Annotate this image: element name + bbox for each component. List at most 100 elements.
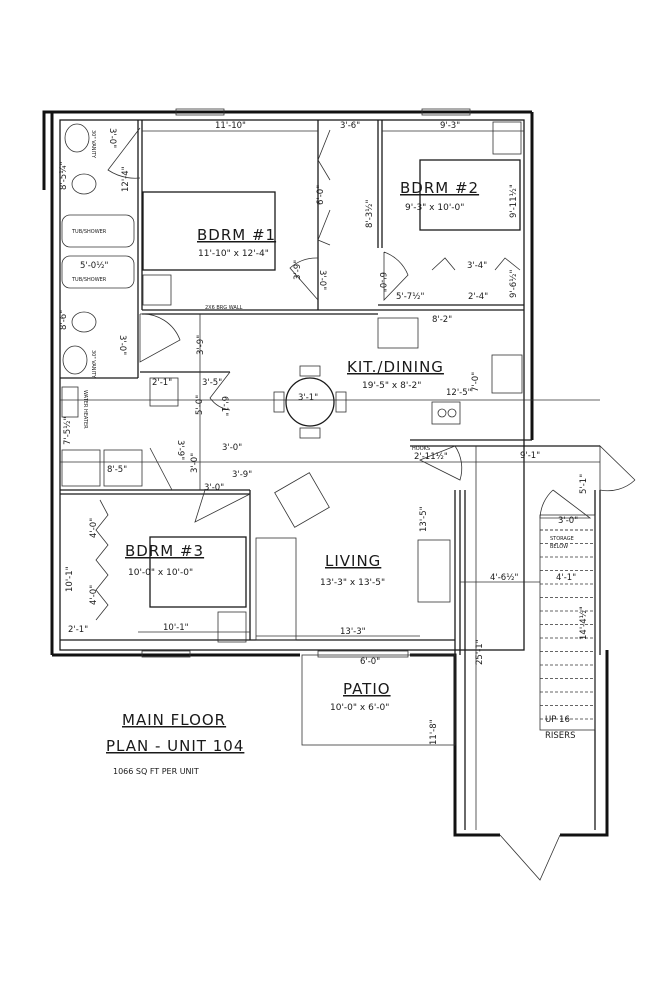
note-risers: RISERS: [545, 731, 575, 741]
room-label-living: LIVING: [325, 552, 381, 570]
dimension-label: 3'-6": [340, 121, 360, 131]
room-label-bdrm1: BDRM #1: [197, 226, 276, 244]
dimension-label: 3'-0": [204, 483, 224, 493]
dimension-label: 12'-5": [446, 388, 472, 398]
room-label-bdrm3: BDRM #3: [125, 542, 204, 560]
room-label-bdrm2: BDRM #2: [400, 179, 479, 197]
interior-walls: [59, 119, 601, 830]
dimension-label: 6'-1": [219, 396, 229, 416]
note-tub2: TUB/SHOWER: [71, 277, 107, 283]
dimension-label: 11'-10": [215, 121, 246, 131]
dimension-lines: [60, 130, 600, 830]
dimension-label: 3'-1": [298, 393, 318, 403]
water-heater: [61, 386, 79, 418]
dimension-label: 6'-0": [316, 185, 326, 205]
room-size-patio: 10'-0" x 6'-0": [330, 703, 389, 713]
dimension-label: 9'-11½": [509, 184, 519, 218]
note-hooks: HOOKS: [412, 446, 430, 452]
bed-1: [142, 191, 276, 271]
tub-2: [61, 255, 135, 289]
vanity-sink-1: [64, 123, 90, 153]
dimension-label: 2'-4": [468, 292, 488, 302]
dimension-label: 25'-1": [475, 639, 485, 665]
plan-title-line1: MAIN FLOOR: [122, 711, 226, 729]
tv-stand: [417, 539, 451, 603]
room-size-bdrm3: 10'-0" x 10'-0": [128, 568, 193, 578]
dimension-label: 3'-4": [467, 261, 487, 271]
note-below: BELOW: [550, 544, 568, 550]
dimension-label: 3'-9": [293, 260, 303, 280]
bed-3: [149, 536, 247, 608]
dimension-label: 3'-0": [317, 270, 327, 290]
dimension-label: 2'-1": [68, 625, 88, 635]
dimension-label: 4'-0": [89, 585, 99, 605]
plan-area: 1066 SQ FT PER UNIT: [113, 767, 199, 776]
dimension-label: 3'-5": [202, 378, 222, 388]
dimension-label: 5'-0": [195, 395, 205, 415]
dimension-label: 8'-5": [107, 465, 127, 475]
dimension-label: 14'-4½": [579, 606, 589, 640]
dimension-label: 5'-0½": [80, 261, 108, 271]
armchair: [274, 472, 330, 528]
sofa: [255, 537, 297, 641]
toilet-2: [71, 311, 97, 333]
bed-2: [419, 159, 521, 231]
dimension-label: 12'-4": [121, 166, 131, 192]
dimension-label: 4'-1": [556, 573, 576, 583]
patio-slab: [301, 654, 456, 746]
doors: [95, 127, 636, 881]
dimension-label: 9'-1": [520, 451, 540, 461]
tub-1: [61, 214, 135, 248]
note-brg-wall: 2X6 BRG WALL: [205, 305, 243, 311]
room-label-patio: PATIO: [343, 680, 391, 698]
note-storage: STORAGE: [550, 536, 574, 542]
dimension-label: 8'-5¼": [59, 162, 69, 190]
dimension-label: 5'-7½": [396, 292, 424, 302]
room-size-kitchen: 19'-5" x 8'-2": [362, 381, 421, 391]
dimension-label: 3'-0": [117, 335, 127, 355]
dimension-label: 3'-0": [222, 443, 242, 453]
note-vanity1: 30" VANITY: [90, 130, 96, 159]
dimension-label: 5'-1": [579, 474, 589, 494]
dining-table: [285, 377, 335, 427]
dimension-label: 6'-0": [377, 272, 387, 292]
room-size-bdrm1: 11'-10" x 12'-4": [198, 249, 269, 259]
room-size-living: 13'-3" x 13'-5": [320, 578, 385, 588]
dimension-label: 4'-6½": [490, 573, 518, 583]
toilet-1: [71, 173, 97, 195]
dimension-label: 3'-0": [558, 516, 578, 526]
dimension-label: 8'-3½": [365, 200, 375, 228]
stair-treads: [540, 529, 595, 720]
dimension-label: 3'-0": [107, 128, 117, 148]
dimension-label: 13'-5": [419, 506, 429, 532]
note-tub1: TUB/SHOWER: [71, 229, 107, 235]
dimension-label: 11'-8": [429, 719, 439, 745]
dryer: [103, 449, 143, 487]
fixtures: [61, 121, 596, 746]
dimension-label: 10'-1": [65, 566, 75, 592]
note-up: UP 16: [545, 715, 570, 725]
dimension-labels: 11'-10" 3'-6" 9'-3" 12'-4" 6'-0" 8'-3½" 9'-11½…: [59, 121, 589, 745]
room-label-kitchen: KIT./DINING: [347, 358, 444, 376]
vanity-sink-2: [62, 345, 88, 375]
dimension-label: 9'-6½": [509, 270, 519, 298]
dimension-label: 3'-9": [196, 335, 206, 355]
dimension-label: 3'-0": [190, 453, 200, 473]
dimension-label: 2'-11½": [414, 452, 448, 462]
stove: [431, 401, 461, 425]
dimension-label: 7'-5½": [63, 417, 73, 445]
room-size-bdrm2: 9'-3" x 10'-0": [405, 203, 464, 213]
note-vanity2: 30" VANITY: [90, 350, 96, 379]
dimension-label: 3'-9": [232, 470, 252, 480]
dimension-label: 10'-1": [163, 623, 189, 633]
dimension-label: 3'-9": [175, 440, 185, 460]
dimension-label: 4'-0": [89, 518, 99, 538]
dimension-label: 9'-3": [440, 121, 460, 131]
dimension-label: 8'-6": [59, 310, 69, 330]
stairs: [539, 514, 596, 731]
washer: [61, 449, 101, 487]
dimension-label: 7'-0": [471, 372, 481, 392]
sink: [491, 354, 523, 394]
dimension-label: 13'-3": [340, 627, 366, 637]
